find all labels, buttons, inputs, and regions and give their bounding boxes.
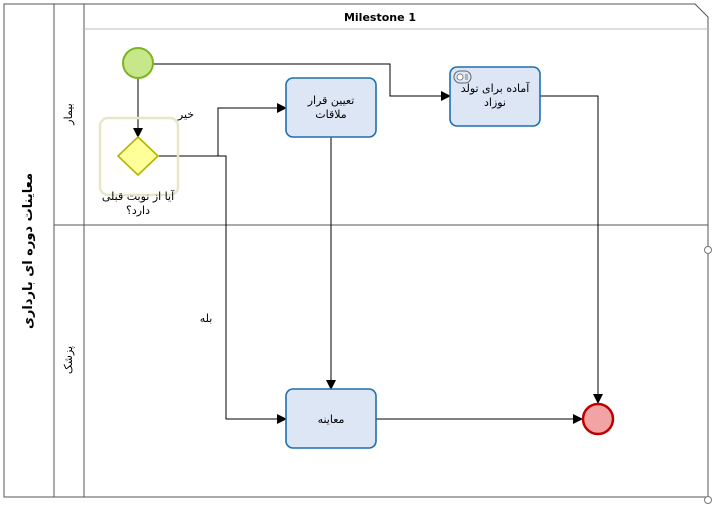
flow-gateway-to-appointment[interactable] xyxy=(158,103,287,157)
gateway-label-line1: آیا از نوبت قبلی xyxy=(102,189,175,203)
start-event[interactable] xyxy=(122,47,154,79)
task-prepare-line2: نوزاد xyxy=(484,96,506,109)
pool-border xyxy=(3,3,709,498)
message-marker-icon xyxy=(453,70,472,84)
task-prepare[interactable]: آماده برای تولد نوزاد xyxy=(449,66,541,127)
flow-prepare-to-end[interactable] xyxy=(540,95,603,404)
milestone-title: Milestone 1 xyxy=(344,11,416,24)
task-prepare-line1: آماده برای تولد xyxy=(461,81,531,95)
resize-handle-right[interactable] xyxy=(704,246,712,254)
flow-label-no: خیر xyxy=(177,108,194,121)
task-appointment-line2: ملاقات xyxy=(315,108,347,121)
lane-label-doctor: پزشک xyxy=(62,346,75,374)
resize-handle-bottom-right[interactable] xyxy=(704,496,712,504)
gateway-label-line2: دارد؟ xyxy=(126,204,150,217)
flow-start-to-prepare[interactable] xyxy=(153,63,451,101)
task-appointment[interactable]: تعیین قرار ملاقات xyxy=(285,77,377,138)
flow-label-yes: بله xyxy=(200,312,213,325)
flow-gateway-to-exam[interactable] xyxy=(218,155,287,424)
end-event[interactable] xyxy=(581,402,615,436)
gateway-selection-halo xyxy=(98,116,180,197)
exclusive-gateway[interactable] xyxy=(116,135,160,177)
task-exam[interactable]: معاینه xyxy=(285,388,377,449)
lane-label-patient: بیمار xyxy=(62,103,75,125)
task-exam-label: معاینه xyxy=(318,413,345,426)
task-appointment-line1: تعیین قرار xyxy=(307,94,355,107)
pool-name: معاینات دوره ای بارداری xyxy=(21,173,36,329)
